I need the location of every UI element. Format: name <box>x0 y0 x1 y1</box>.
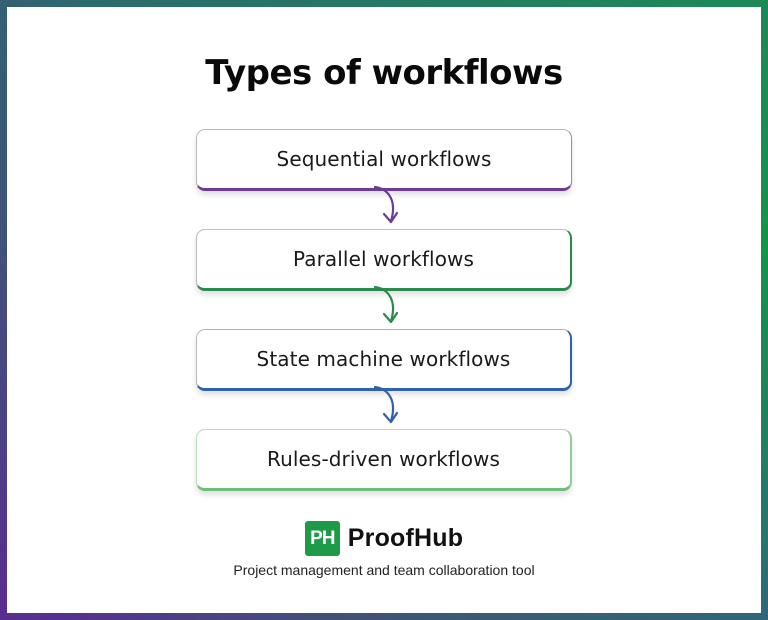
content-card: Types of workflows Sequential workflows … <box>7 7 761 613</box>
page-title: Types of workflows <box>205 53 563 93</box>
brand-logo: PH ProofHub <box>7 521 761 556</box>
proofhub-logo-icon: PH <box>304 521 340 556</box>
brand-name: ProofHub <box>347 524 464 552</box>
step-state-machine: State machine workflows <box>196 329 572 391</box>
curved-arrow-down-icon <box>373 285 399 324</box>
step-parallel: Parallel workflows <box>196 229 572 291</box>
step-label: Parallel workflows <box>292 247 475 271</box>
brand-tagline: Project management and team collaboratio… <box>233 562 535 578</box>
step-label: Sequential workflows <box>276 147 492 171</box>
step-label: State machine workflows <box>256 347 511 371</box>
curved-arrow-down-icon <box>373 185 399 224</box>
step-rules-driven: Rules-driven workflows <box>196 429 572 491</box>
step-label: Rules-driven workflows <box>266 447 501 471</box>
curved-arrow-down-icon <box>373 385 399 424</box>
step-sequential: Sequential workflows <box>196 129 572 191</box>
